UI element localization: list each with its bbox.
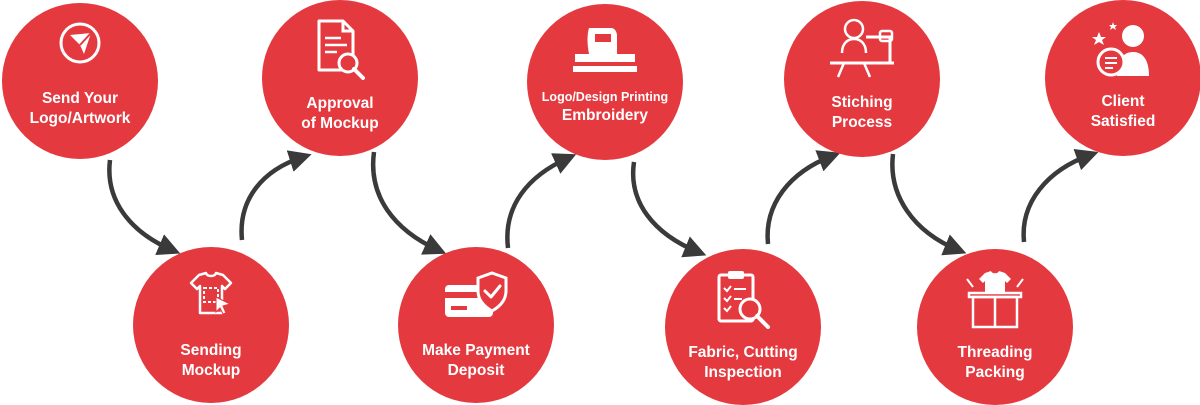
step-5-line-1: Logo/Design Printing [541, 90, 669, 104]
arrow-8-to-9 [1021, 148, 1099, 243]
arrow-1-to-2 [107, 159, 181, 256]
step-4-line-1: Make Payment [422, 342, 530, 359]
step-sending-mockup: Sending Mockup [133, 247, 289, 403]
step-5-line-2: Embroidery [561, 107, 649, 124]
step-threading-packing: Threading Packing [917, 249, 1073, 405]
send-icon [59, 22, 101, 64]
step-3-line-2: of Mockup [301, 115, 379, 132]
arrow-3-to-4 [370, 151, 447, 255]
step-4-line-2: Deposit [447, 362, 505, 379]
packing-box-icon [966, 271, 1024, 329]
tshirt-mockup-icon [189, 271, 233, 315]
step-9-line-2: Satisfied [1090, 113, 1156, 130]
embroidery-machine-icon [573, 28, 637, 72]
step-payment-deposit: Make Payment Deposit [398, 247, 554, 403]
arrow-4-to-5 [505, 153, 577, 249]
step-1-line-1: Send Your [41, 90, 119, 107]
step-1-line-2: Logo/Artwork [29, 110, 131, 127]
step-approval-mockup: Approval of Mockup [262, 0, 418, 156]
step-printing-embroidery: Logo/Design Printing Embroidery [527, 4, 683, 160]
arrow-2-to-3 [239, 150, 312, 241]
arrow-5-to-6 [630, 161, 707, 258]
payment-shield-icon [445, 271, 508, 317]
step-stiching-process: Stiching Process [784, 1, 940, 157]
clipboard-inspection-icon [717, 271, 770, 329]
arrow-6-to-7 [765, 150, 841, 245]
step-fabric-cutting: Fabric, Cutting Inspection [665, 249, 821, 405]
step-6-line-2: Inspection [704, 364, 782, 381]
step-9-line-1: Client [1101, 93, 1145, 110]
satisfied-client-icon [1092, 22, 1149, 77]
step-client-satisfied: Client Satisfied [1045, 0, 1200, 156]
document-search-icon [317, 19, 365, 80]
step-send-logo: Send Your Logo/Artwork [2, 3, 158, 159]
step-2-line-2: Mockup [181, 362, 241, 379]
step-8-line-2: Packing [965, 364, 1025, 381]
step-3-line-1: Approval [306, 95, 374, 112]
sewing-worker-icon [830, 18, 894, 78]
step-7-line-2: Process [831, 114, 893, 131]
step-6-line-1: Fabric, Cutting [688, 344, 798, 361]
step-2-line-1: Sending [180, 342, 242, 359]
arrow-7-to-8 [890, 153, 967, 256]
step-7-line-1: Stiching [831, 94, 893, 111]
step-8-line-1: Threading [957, 344, 1033, 361]
